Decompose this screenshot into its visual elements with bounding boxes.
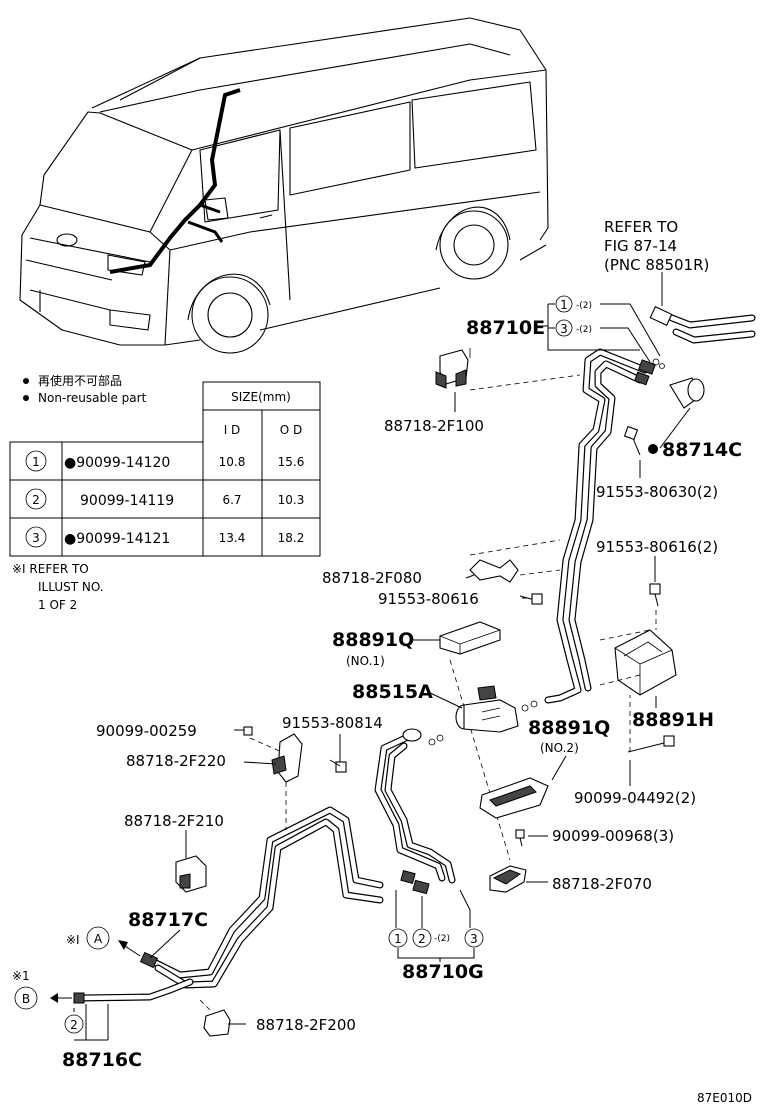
svg-text:3: 3 <box>470 932 478 946</box>
ref-mark-A: ※I <box>66 933 80 947</box>
label-90099-00968: 90099-00968(3) <box>552 827 674 845</box>
label-refer-l3: (PNC 88501R) <box>604 256 709 274</box>
label-no2: (NO.2) <box>540 741 579 755</box>
bolt-91553-80616-2 <box>649 583 661 607</box>
table-row-2-od: 10.3 <box>278 493 305 507</box>
table-row-3-part: ●90099-14121 <box>64 531 170 547</box>
labels: REFER TO FIG 87-14 (PNC 88501R) 88710E 1… <box>12 218 752 1105</box>
label-88891H: 88891H <box>632 709 714 731</box>
table-row-3-id: 13.4 <box>219 531 246 545</box>
screw-90099-00968 <box>515 829 525 847</box>
legend-jp: 再使用不可部品 <box>38 373 122 388</box>
table-id-header: I D <box>224 423 241 437</box>
table-row-1-od: 15.6 <box>278 455 305 469</box>
ref-B: B <box>22 992 30 1006</box>
label-88515A: 88515A <box>352 681 433 703</box>
label-88718-2F070: 88718-2F070 <box>552 875 652 893</box>
clamp-88718-2F070 <box>489 865 527 893</box>
table-row-3-od: 18.2 <box>278 531 305 545</box>
label-88718-2F210: 88718-2F210 <box>124 812 224 830</box>
bolt-91553-80630 <box>623 425 641 456</box>
table-row-1-num: 1 <box>32 455 40 469</box>
hose-88710G <box>374 728 456 895</box>
cover-88891H <box>614 629 677 696</box>
figure-code: 87E010D <box>697 1091 752 1105</box>
bracket-88718-2F100 <box>435 348 471 389</box>
label-refer-l1: REFER TO <box>604 218 678 236</box>
svg-text:-(2): -(2) <box>576 325 592 335</box>
label-88891Q-no1: 88891Q <box>332 629 414 651</box>
label-90099-04492: 90099-04492(2) <box>574 789 696 807</box>
leader-lines <box>50 272 691 1041</box>
legend: 再使用不可部品 Non-reusable part <box>23 373 147 405</box>
hose-size-table: SIZE(mm) I D O D 1 ●90099-14120 10.8 15.… <box>9 381 321 557</box>
label-91553-80630: 91553-80630(2) <box>596 483 718 501</box>
van-illustration <box>19 17 549 354</box>
label-88717C: 88717C <box>128 909 208 931</box>
cover-88891Q-no1 <box>439 621 501 655</box>
table-row-2-id: 6.7 <box>222 493 241 507</box>
table-row-2-part: 90099-14119 <box>80 493 174 509</box>
label-88718-2F100: 88718-2F100 <box>384 417 484 435</box>
ref-A: A <box>94 932 103 946</box>
clamp-88718-2F080 <box>469 559 519 583</box>
clamp-88718-2F210 <box>175 855 207 893</box>
bolt-91553-80814 <box>329 759 347 773</box>
label-91553-80616-2: 91553-80616(2) <box>596 538 718 556</box>
hose-88710E <box>544 348 656 704</box>
svg-text:※I REFER TO: ※I REFER TO <box>12 562 89 576</box>
label-88891Q-no2: 88891Q <box>528 717 610 739</box>
hose-88716C <box>73 978 194 1004</box>
svg-text:ILLUST NO.: ILLUST NO. <box>38 580 104 594</box>
bolt-91553-80616 <box>519 593 543 605</box>
refer-note: ※I REFER TO ILLUST NO. 1 OF 2 <box>12 562 104 612</box>
label-91553-80616: 91553-80616 <box>378 590 479 608</box>
table-size-header: SIZE(mm) <box>231 390 291 404</box>
label-88716C: 88716C <box>62 1049 142 1071</box>
ref-hose-88501R <box>649 306 756 344</box>
svg-text:2: 2 <box>70 1018 78 1032</box>
table-row-3-num: 3 <box>32 531 40 545</box>
label-no1: (NO.1) <box>346 654 385 668</box>
label-88710E: 88710E <box>466 317 545 339</box>
table-row-1-id: 10.8 <box>219 455 246 469</box>
svg-text:3: 3 <box>560 322 568 336</box>
svg-text:1: 1 <box>394 932 402 946</box>
hose-88717C <box>139 806 384 989</box>
table-od-header: O D <box>280 423 303 437</box>
svg-text:2: 2 <box>418 932 426 946</box>
svg-text:-(2): -(2) <box>434 934 450 944</box>
screw-90099-00259 <box>243 726 253 736</box>
label-88710G: 88710G <box>402 961 484 983</box>
clamp-88718-2F220 <box>271 733 303 783</box>
label-88718-2F080: 88718-2F080 <box>322 569 422 587</box>
svg-text:1: 1 <box>560 298 568 312</box>
table-row-1-part: ●90099-14120 <box>64 455 170 471</box>
ref-mark-B: ※1 <box>12 969 30 983</box>
svg-text:-(2): -(2) <box>576 301 592 311</box>
legend-en: Non-reusable part <box>38 391 147 405</box>
clamp-88718-2F200 <box>203 1009 231 1037</box>
label-90099-00259: 90099-00259 <box>96 722 197 740</box>
bolt-90099-04492 <box>627 735 675 753</box>
label-refer-l2: FIG 87-14 <box>604 237 677 255</box>
part-88515A <box>455 685 538 733</box>
table-row-2-num: 2 <box>32 493 40 507</box>
label-88718-2F200: 88718-2F200 <box>256 1016 356 1034</box>
label-88714C: 88714C <box>662 439 742 461</box>
label-91553-80814: 91553-80814 <box>282 714 383 732</box>
svg-text:1 OF 2: 1 OF 2 <box>38 598 77 612</box>
cover-88891Q-no2 <box>479 777 549 819</box>
label-88718-2F220: 88718-2F220 <box>126 752 226 770</box>
part-88714C <box>669 377 705 409</box>
